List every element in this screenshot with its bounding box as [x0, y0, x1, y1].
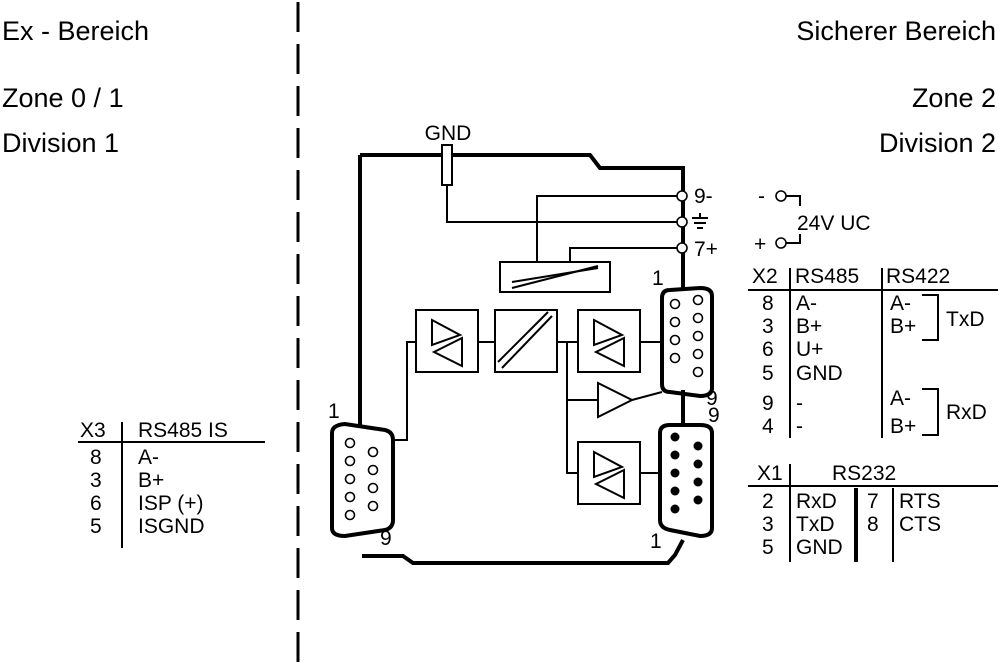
terminal-9-label: 9- [694, 185, 713, 208]
x3-row-pin: 8 [90, 446, 102, 469]
x1-row-signal: CTS [899, 513, 941, 536]
x1-row-signal: GND [796, 536, 843, 559]
x2-group-txd: TxD [946, 308, 985, 331]
x1-row-signal: RxD [796, 490, 837, 513]
receiver-amplifier [597, 381, 635, 419]
gnd-terminal [441, 144, 453, 186]
right-zone-division: Division 2 [879, 128, 996, 158]
right-zone-title: Sicherer Bereich [796, 16, 996, 46]
connector-x1-pin9: 9 [708, 404, 720, 427]
x3-row-signal: ISP (+) [138, 492, 204, 515]
supply-wire-plus [569, 247, 677, 262]
terminal-7-plus[interactable] [676, 242, 688, 254]
x3-header-signal: RS485 IS [138, 419, 228, 442]
x2-row-rs485: U+ [796, 338, 823, 361]
left-zone-zone: Zone 0 / 1 [2, 83, 124, 113]
x3-row-pin: 3 [90, 469, 102, 492]
x2-row-rs485: GND [796, 362, 843, 385]
x1-row-signal: RTS [899, 490, 941, 513]
x2-header-rs485: RS485 [795, 265, 859, 288]
terminal-7-label: 7+ [694, 238, 718, 261]
connector-x1-pin1: 1 [650, 530, 662, 553]
x3-row-signal: ISGND [138, 515, 205, 538]
x3-row-signal: A- [138, 446, 159, 469]
x1-header-signal: RS232 [832, 462, 896, 485]
right-zone-zone: Zone 2 [912, 83, 996, 113]
x2-row-rs422: B+ [890, 315, 916, 338]
x1-header-connector: X1 [757, 462, 783, 485]
x1-row-pin: 8 [867, 513, 879, 536]
x2-header-connector: X2 [752, 265, 778, 288]
x2-row-pin: 3 [762, 315, 774, 338]
x2-row-pin: 9 [762, 392, 774, 415]
x2-row-rs485: - [796, 392, 803, 415]
x3-row-pin: 5 [90, 515, 102, 538]
connector-x3-pin9: 9 [380, 527, 392, 550]
x1-row-pin: 5 [762, 536, 774, 559]
terminal-9-minus[interactable] [676, 190, 688, 202]
x3-row-signal: B+ [138, 469, 164, 492]
table-x1: X1 RS232 2 RxD 3 TxD 5 GND 7 RTS 8 CTS [748, 462, 998, 562]
device-housing [358, 153, 685, 565]
supply-input: - 24V UC + [754, 185, 871, 256]
supply-plus: + [754, 233, 766, 256]
rs485-transceiver [577, 309, 641, 373]
connector-x3[interactable] [330, 421, 395, 539]
x1-row-pin: 2 [762, 490, 774, 513]
terminal-ground[interactable] [676, 216, 688, 228]
x2-header-rs422: RS422 [886, 265, 950, 288]
x2-row-rs485: - [796, 415, 803, 438]
x2-row-rs485: B+ [796, 315, 822, 338]
ground-symbol-icon [692, 213, 708, 229]
rs485-transceiver-icon [593, 318, 625, 368]
connector-x2-pin1: 1 [652, 267, 664, 290]
x2-group-rxd: RxD [946, 401, 987, 424]
rs232-transceiver [577, 441, 641, 505]
x1-row-pin: 3 [762, 513, 774, 536]
x2-rxd-bracket [922, 388, 939, 436]
wire-internal-bus [566, 342, 663, 474]
wire-connector-left-to-transceiver [393, 341, 416, 441]
supply-wire-minus [536, 195, 677, 262]
is-transceiver [415, 309, 479, 373]
x1-row-pin: 7 [867, 490, 879, 513]
transceiver-icon [431, 318, 463, 368]
x3-header-connector: X3 [80, 419, 106, 442]
x2-row-pin: 4 [762, 415, 774, 438]
supply-minus: - [758, 185, 765, 208]
left-zone-division: Division 1 [2, 128, 119, 158]
supply-label: 24V UC [797, 212, 871, 235]
x2-txd-bracket [922, 294, 939, 341]
x2-row-rs422: A- [890, 292, 911, 315]
connector-x2[interactable] [660, 285, 714, 399]
connector-x2-pin9: 9 [706, 387, 718, 410]
x2-row-rs485: A- [796, 292, 817, 315]
connector-x3-pin1: 1 [328, 400, 340, 423]
table-x2: X2 RS485 RS422 8 A- A- 3 B+ B+ 6 U+ 5 GN… [748, 265, 998, 438]
left-zone-title: Ex - Bereich [2, 16, 149, 46]
x2-row-rs422: A- [890, 387, 911, 410]
x2-row-pin: 5 [762, 362, 774, 385]
x2-row-pin: 8 [762, 292, 774, 315]
x1-row-signal: TxD [796, 513, 835, 536]
gnd-wire [446, 185, 681, 223]
connector-x1[interactable] [658, 423, 714, 539]
gnd-label: GND [425, 122, 472, 145]
x3-row-pin: 6 [90, 492, 102, 515]
table-x3: X3 RS485 IS 8 A- 3 B+ 6 ISP (+) 5 ISGND [78, 419, 265, 548]
rs232-transceiver-icon [593, 450, 625, 500]
x2-row-rs422: B+ [890, 415, 916, 438]
x2-row-pin: 6 [762, 338, 774, 361]
